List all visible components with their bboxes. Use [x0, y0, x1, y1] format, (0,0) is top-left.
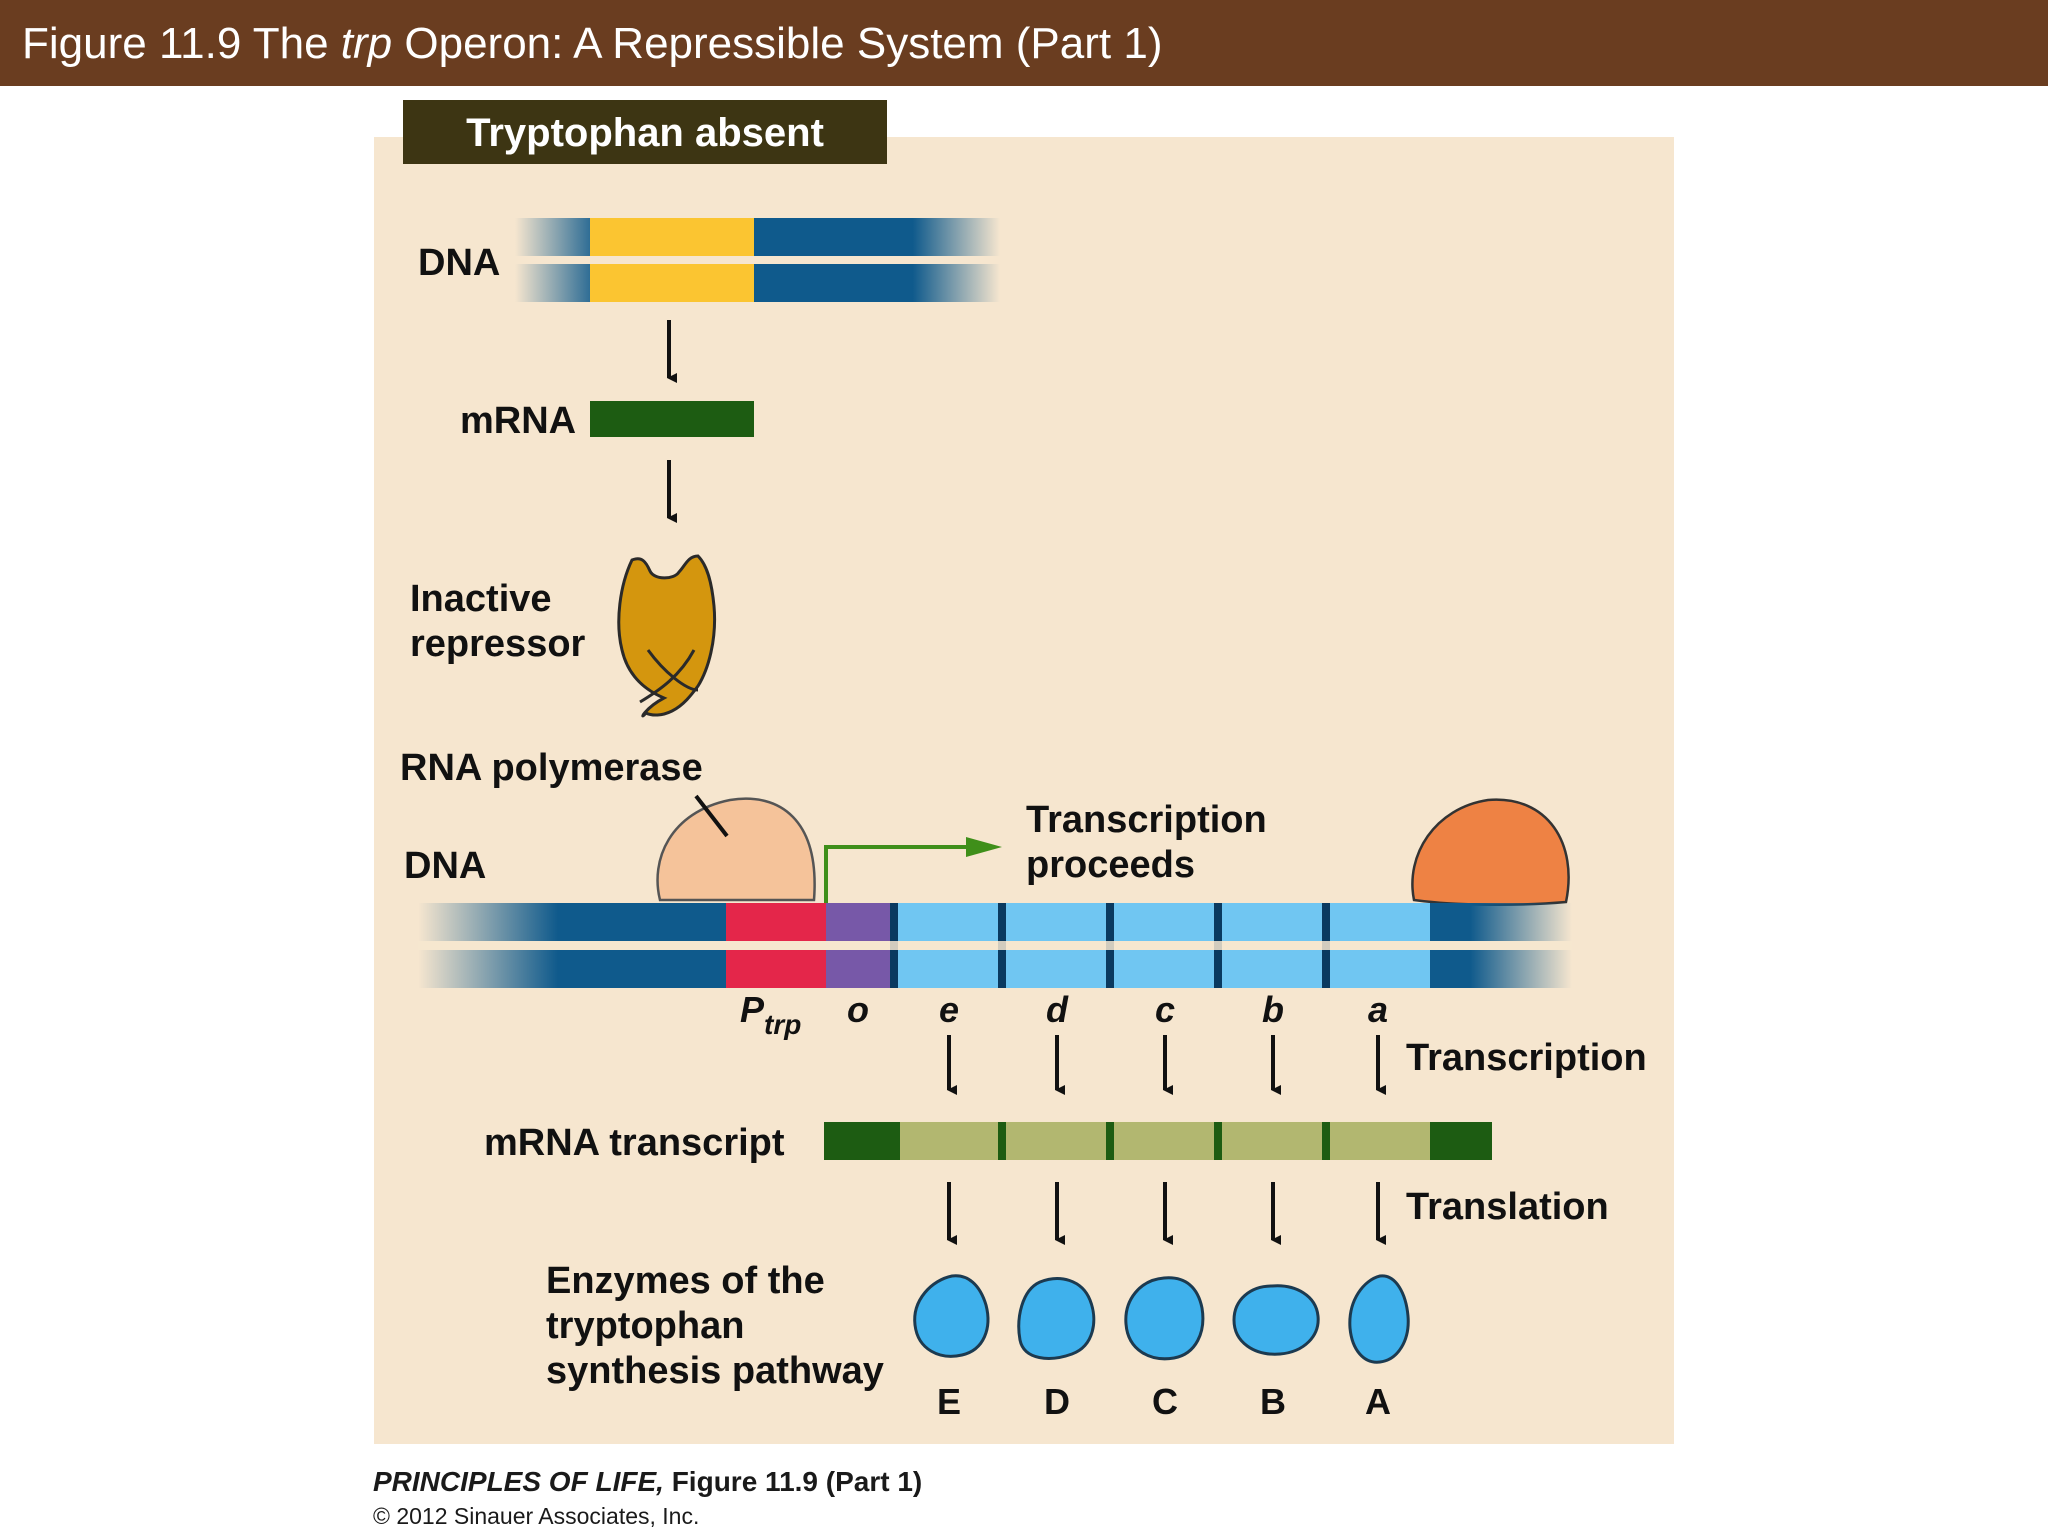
banner-box: [403, 100, 887, 164]
operon-dna-label: DNA: [404, 845, 486, 887]
title-bar: Figure 11.9 The trp Operon: A Repressibl…: [0, 0, 2048, 86]
dna-right-top: [1430, 903, 1470, 941]
dna-left-fade-bottom: [418, 950, 558, 988]
transcript-boundary-4: [1322, 1122, 1330, 1160]
dna-left-top: [558, 903, 726, 941]
enzyme-label-a: A: [1365, 1381, 1391, 1422]
rna-polymerase-label: RNA polymerase: [400, 747, 703, 789]
book-title: PRINCIPLES OF LIFE,: [373, 1466, 664, 1497]
panel-background: [374, 137, 1674, 1444]
transcription-proceeds-line2: proceeds: [1026, 844, 1195, 886]
transcription-arrowhead: [966, 837, 1002, 857]
translation-step-label: Translation: [1406, 1186, 1609, 1228]
operator-bottom: [826, 950, 894, 988]
enzymes-label-line2: tryptophan: [546, 1305, 744, 1347]
gene-label-b: b: [1262, 989, 1284, 1030]
gene-label-c: c: [1155, 989, 1175, 1030]
repressor-label-line2: repressor: [410, 623, 586, 665]
dna-strand-gap: [418, 941, 1572, 950]
gene-label-d: d: [1046, 989, 1069, 1030]
promoter-label: Ptrp: [740, 989, 801, 1040]
dna-left-bottom: [558, 950, 726, 988]
enzyme-d-shape: [1017, 1277, 1096, 1360]
title-italic: trp: [340, 19, 393, 68]
enzyme-label-c: C: [1152, 1381, 1178, 1422]
transcript-coding: [900, 1122, 1430, 1160]
promoter-bottom: [726, 950, 826, 988]
transcript-boundaries: [998, 1122, 1330, 1160]
gene-label-a: a: [1368, 989, 1388, 1030]
transcript-leader: [824, 1122, 900, 1160]
repressor-label-line1: Inactive: [410, 578, 552, 620]
enzyme-label-e: E: [937, 1381, 961, 1422]
regulatory-mrna-label: mRNA: [460, 400, 576, 442]
promoter-top: [726, 903, 826, 941]
enzyme-a-shape: [1348, 1274, 1410, 1364]
slide-title: Figure 11.9 The trp Operon: A Repressibl…: [22, 18, 1162, 70]
transcript-boundary-3: [1214, 1122, 1222, 1160]
credit-line: PRINCIPLES OF LIFE, Figure 11.9 (Part 1): [373, 1466, 922, 1498]
transcript-boundary-1: [998, 1122, 1006, 1160]
enzyme-label-b: B: [1260, 1381, 1286, 1422]
rna-polymerase-pointer: [694, 794, 729, 838]
enzyme-b-shape: [1232, 1284, 1320, 1356]
mrna-transcript: [824, 1122, 1492, 1160]
promoter-subscript: trp: [764, 1009, 801, 1040]
transcription-proceeds-line1: Transcription: [1026, 799, 1267, 841]
operon-dna: [418, 903, 1572, 988]
regulatory-dna-strand-top: [515, 218, 1000, 256]
mrna-transcript-label: mRNA transcript: [484, 1122, 785, 1164]
regulatory-dna-strand-bottom: [515, 264, 1000, 302]
title-suffix: Operon: A Repressible System (Part 1): [392, 19, 1163, 68]
transcription-step-label: Transcription: [1406, 1037, 1647, 1079]
figure-reference: Figure 11.9 (Part 1): [663, 1466, 923, 1497]
regulatory-dna-label: DNA: [418, 242, 500, 284]
title-prefix: Figure 11.9 The: [22, 19, 341, 68]
enzyme-c-shape: [1124, 1276, 1205, 1361]
dna-right-fade-top: [1470, 903, 1572, 941]
gene-label-e: e: [939, 989, 959, 1030]
regulatory-dna: [515, 218, 1000, 302]
enzyme-label-d: D: [1044, 1381, 1070, 1422]
dna-right-bottom: [1430, 950, 1470, 988]
copyright: © 2012 Sinauer Associates, Inc.: [373, 1503, 700, 1529]
inactive-repressor: [617, 554, 717, 718]
dna-left-fade-top: [418, 903, 558, 941]
banner-label: Tryptophan absent: [466, 111, 824, 155]
transcription-start-arrow: [824, 845, 972, 904]
transcription-arrows: [947, 1035, 1386, 1095]
regulatory-mrna-bar: [590, 401, 754, 437]
structural-genes-bottom: [894, 950, 1430, 988]
enzyme-e-shape: [913, 1274, 990, 1358]
translation-arrows: [947, 1182, 1386, 1245]
regulatory-gene-bottom: [590, 264, 754, 302]
transcript-trailer: [1430, 1122, 1492, 1160]
dna-right-fade-bottom: [1470, 950, 1572, 988]
rna-polymerase-bound: [656, 797, 816, 902]
promoter-letter: P: [740, 989, 765, 1030]
structural-genes-top: [894, 903, 1430, 941]
regulatory-gene-top: [590, 218, 754, 256]
enzyme-shapes: [913, 1274, 1410, 1364]
enzymes-label-line1: Enzymes of the: [546, 1260, 825, 1302]
operator-top: [826, 903, 894, 941]
operator-label: o: [847, 989, 869, 1030]
enzymes-label-line3: synthesis pathway: [546, 1350, 884, 1392]
transcript-boundary-2: [1106, 1122, 1114, 1160]
